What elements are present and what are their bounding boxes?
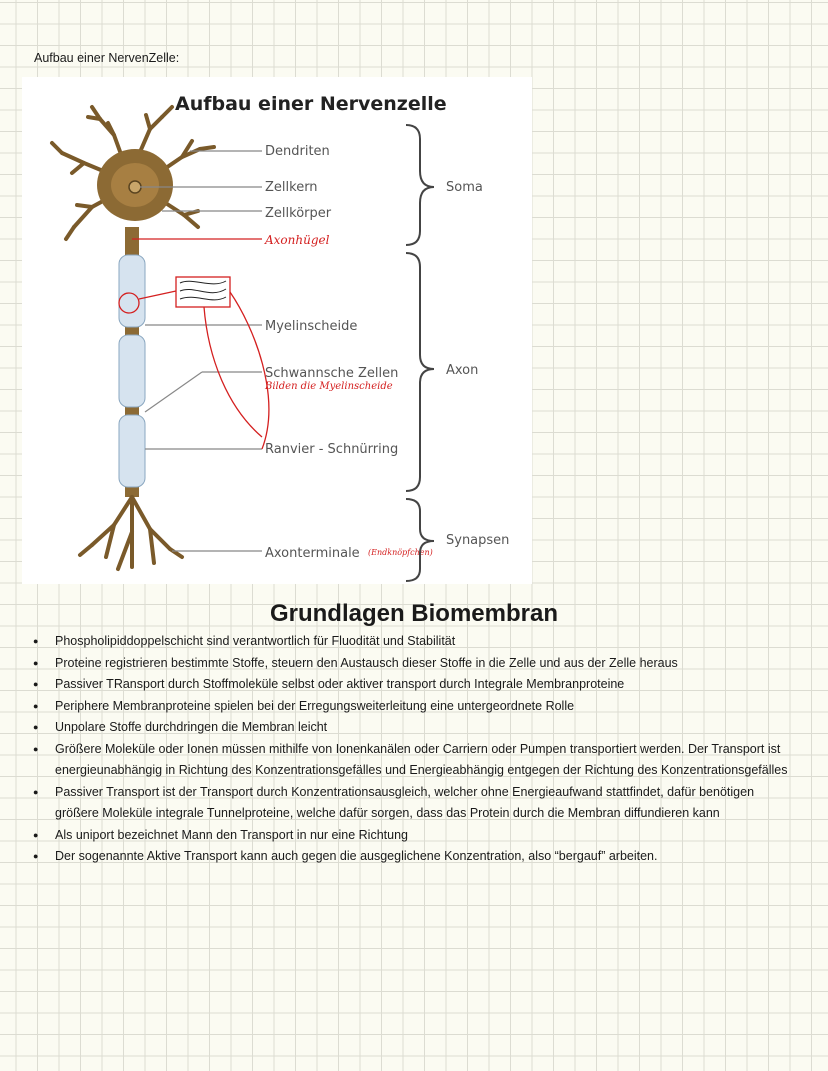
list-item: Größere Moleküle oder Ionen müssen mithi… — [33, 739, 800, 782]
list-item: Passiver Transport ist der Transport dur… — [33, 782, 800, 825]
list-item: Passiver TRansport durch Stoffmoleküle s… — [33, 674, 800, 696]
list-item: Periphere Membranproteine spielen bei de… — [33, 696, 800, 718]
label-zellkern: Zellkern — [265, 180, 318, 195]
intro-text: Aufbau einer NervenZelle: — [34, 51, 180, 65]
label-soma: Soma — [446, 180, 483, 195]
grouping-braces — [405, 124, 435, 582]
label-zellkoerper: Zellkörper — [265, 206, 332, 221]
axon-terminals — [78, 495, 184, 571]
list-item: Unpolare Stoffe durchdringen die Membran… — [33, 717, 800, 739]
diagram-title: Aufbau einer Nervenzelle — [175, 93, 447, 115]
handwritten-axonhuegel: Axonhügel — [264, 233, 330, 247]
label-dendriten: Dendriten — [265, 144, 330, 159]
handwritten-terminal-note: (Endknöpfchen) — [368, 548, 433, 557]
list-item: Der sogenannte Aktive Transport kann auc… — [33, 846, 800, 868]
label-synapsen: Synapsen — [446, 533, 509, 548]
leader-lines — [140, 150, 262, 552]
handwritten-schwann-note: Bilden die Myelinscheide — [264, 381, 393, 392]
list-item: Phospholipiddoppelschicht sind verantwor… — [33, 631, 800, 653]
label-axon: Axon — [446, 363, 478, 378]
label-ranvier: Ranvier - Schnürring — [265, 442, 398, 457]
myelin-sheath — [118, 254, 146, 488]
nucleus — [128, 180, 142, 194]
neuron-diagram: Aufbau einer Nervenzelle — [22, 77, 532, 584]
section-heading: Grundlagen Biomembran — [269, 600, 559, 627]
list-item: Proteine registrieren bestimmte Stoffe, … — [33, 653, 800, 675]
label-axonterminale: Axonterminale — [265, 546, 360, 561]
list-item: Als uniport bezeichnet Mann den Transpor… — [33, 825, 800, 847]
label-schwann: Schwannsche Zellen — [265, 366, 398, 381]
label-myelinscheide: Myelinscheide — [265, 319, 357, 334]
bullet-list: Phospholipiddoppelschicht sind verantwor… — [33, 631, 800, 868]
red-annotations — [118, 238, 270, 450]
dendrites — [50, 105, 216, 241]
